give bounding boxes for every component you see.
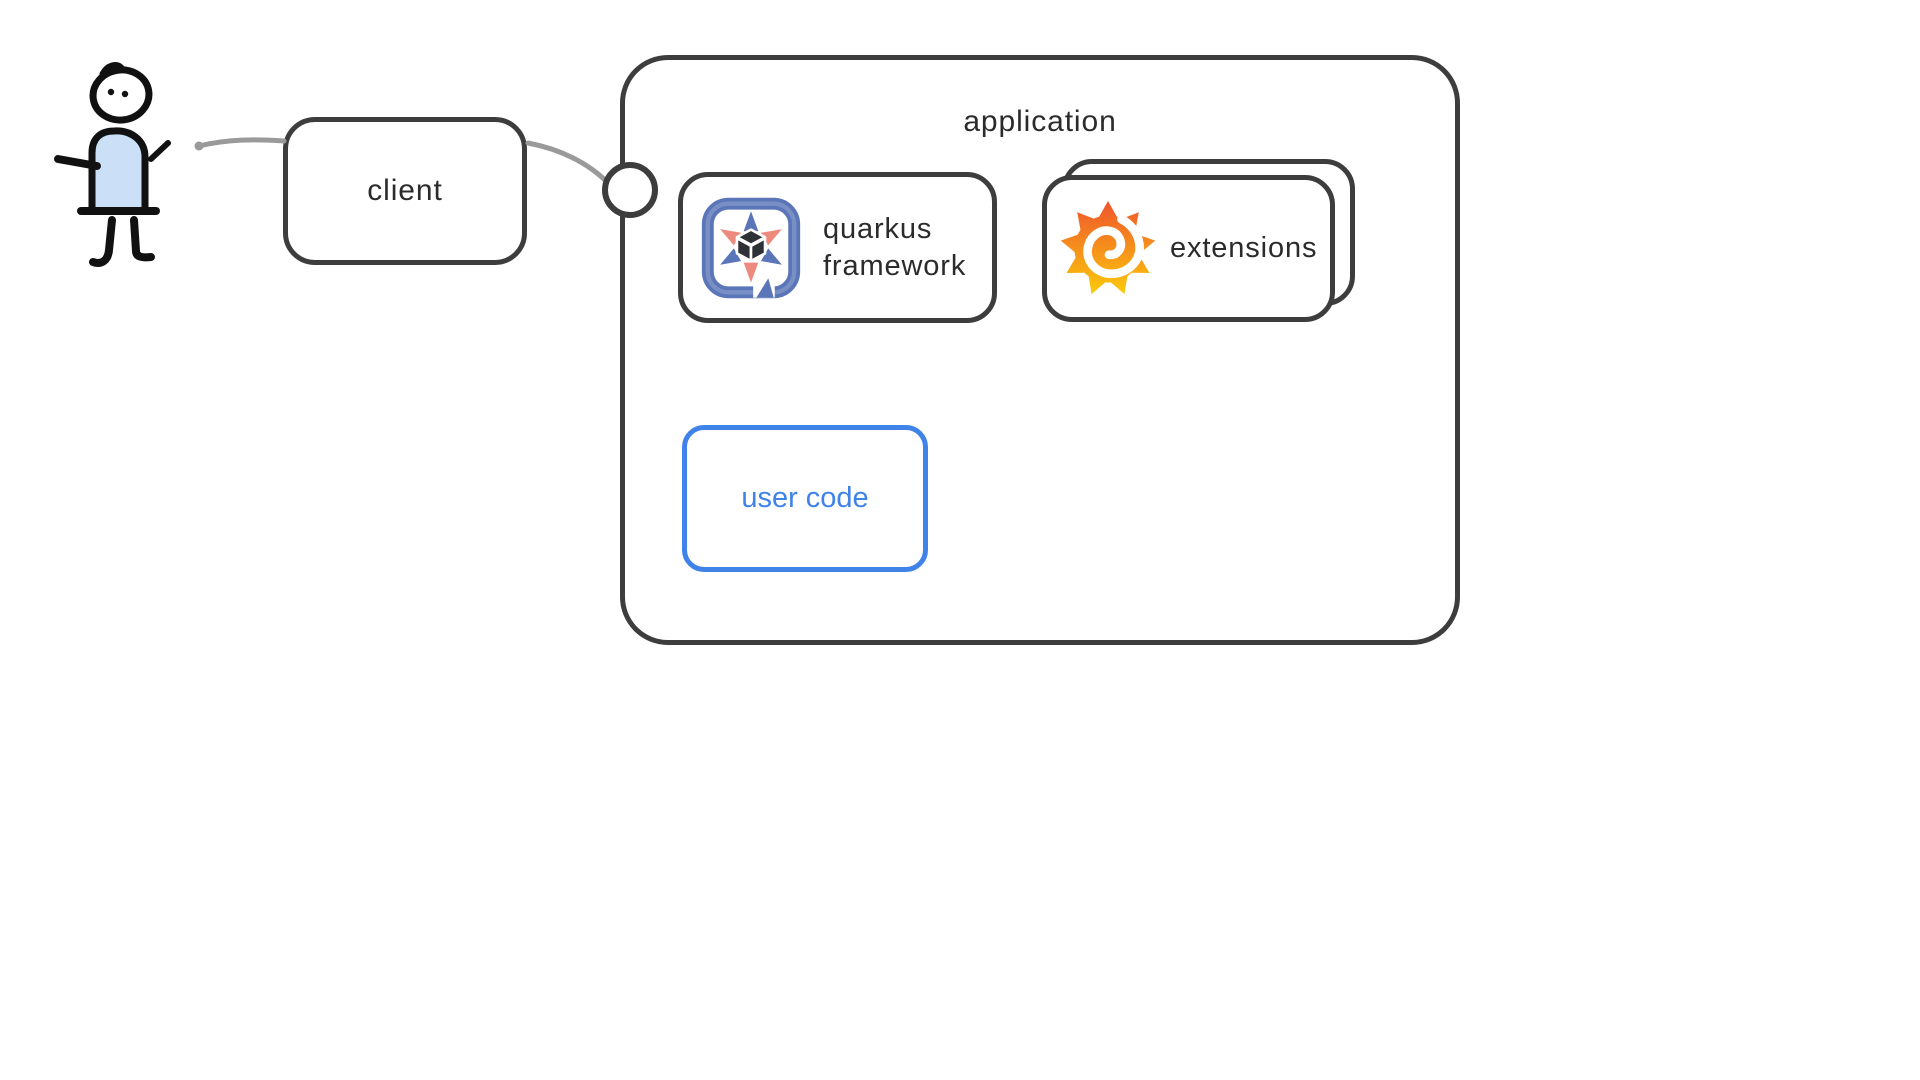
client-box: client xyxy=(283,117,527,265)
user-code-box: user code xyxy=(682,425,928,572)
quarkus-label-line2: framework xyxy=(823,249,967,282)
grafana-spiral-logo-icon xyxy=(1060,200,1156,294)
extensions-label: extensions xyxy=(1170,232,1318,264)
client-label: client xyxy=(367,174,443,207)
extensions-box: extensions xyxy=(1042,175,1335,322)
user-code-label: user code xyxy=(741,482,869,514)
quarkus-framework-label: quarkus framework xyxy=(823,211,966,285)
connector-client-application xyxy=(525,140,610,185)
stick-figure-user-icon xyxy=(54,62,171,267)
quarkus-label-line1: quarkus xyxy=(823,212,933,245)
application-label: application xyxy=(963,105,1117,138)
quarkus-framework-box: quarkus framework xyxy=(678,172,997,323)
connector-person-client xyxy=(194,137,287,151)
quarkus-logo-icon xyxy=(701,197,801,298)
